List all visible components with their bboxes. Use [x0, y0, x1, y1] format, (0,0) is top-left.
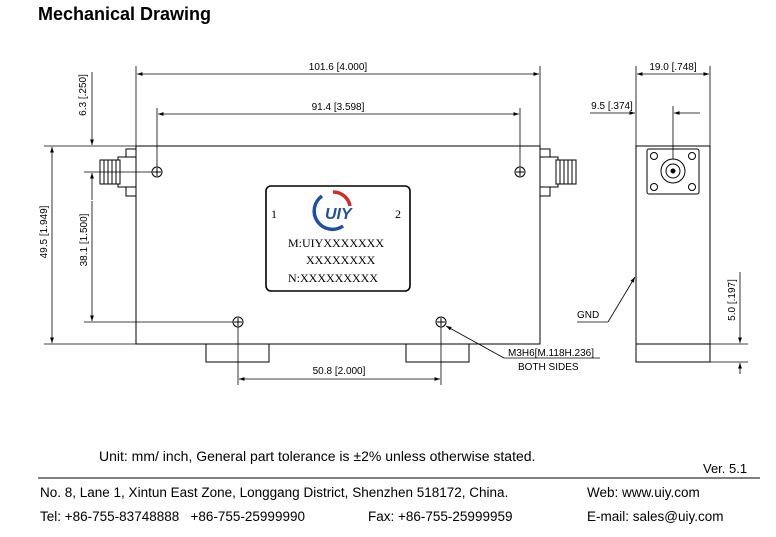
footer-email[interactable]: E-mail: sales@uiy.com	[587, 509, 724, 524]
gnd-label: GND	[577, 310, 599, 321]
dim-gnd-height-text: 5.0 [.197]	[727, 279, 738, 321]
dim-hole-spacing	[156, 108, 521, 167]
footer-address: No. 8, Lane 1, Xintun East Zone, Longgan…	[40, 485, 509, 500]
dim-connector-offset-text: 9.5 [.374]	[591, 101, 633, 112]
dim-overall-height-text: 49.5 [1.949]	[39, 205, 50, 258]
sma-connector-left	[99, 148, 137, 197]
dim-overall-length-text: 101.6 [4.000]	[309, 62, 368, 73]
sma-connector-right	[539, 148, 577, 197]
dim-top-offset	[84, 72, 152, 200]
dim-hole-height	[84, 201, 233, 323]
port-2-label: 2	[395, 207, 401, 221]
dim-gnd-height	[710, 272, 748, 374]
dim-bottom-hole-spacing-text: 50.8 [2.000]	[313, 366, 366, 377]
mounting-hole-bottom-left	[232, 316, 244, 328]
mounting-hole-top-left	[151, 166, 163, 178]
footer-tel: Tel: +86-755-83748888 +86-755-25999990	[40, 509, 305, 524]
dim-connector-offset	[590, 106, 700, 159]
side-view-connector	[646, 148, 700, 195]
port-1-label: 1	[271, 207, 277, 221]
unit-note: Unit: mm/ inch, General part tolerance i…	[99, 448, 536, 464]
page-title: Mechanical Drawing	[38, 4, 212, 24]
dim-hole-spacing-text: 91.4 [3.598]	[312, 102, 365, 113]
dim-overall-height	[44, 145, 136, 345]
mounting-foot-left	[205, 343, 270, 363]
serial-text: XXXXXXXX	[306, 253, 376, 267]
dim-side-width	[635, 66, 711, 146]
dim-top-offset-text: 6.3 [.250]	[78, 74, 89, 116]
mounting-foot-right	[405, 343, 470, 363]
gnd-leader	[577, 276, 636, 323]
label-plate	[265, 185, 411, 292]
version-label: Ver. 5.1	[703, 461, 748, 476]
thread-note-text: BOTH SIDES	[518, 362, 579, 373]
thread-leader	[445, 325, 600, 359]
dim-bottom-hole-spacing	[237, 327, 442, 385]
footer-web[interactable]: Web: www.uiy.com	[587, 485, 700, 500]
model-text: M:UIYXXXXXXX	[288, 236, 384, 250]
dim-side-width-text: 19.0 [.748]	[649, 62, 696, 73]
uiy-logo: UIY	[312, 190, 353, 232]
number-text: N:XXXXXXXXX	[288, 271, 378, 285]
mounting-hole-bottom-right	[435, 316, 447, 328]
dim-overall-length	[135, 66, 541, 146]
side-view-foot	[635, 343, 711, 363]
brand-text: UIY	[325, 206, 353, 223]
footer-fax: Fax: +86-755-25999959	[368, 509, 513, 524]
dim-hole-height-text: 38.1 [1.500]	[79, 213, 90, 266]
mounting-hole-top-right	[514, 166, 526, 178]
thread-spec-text: M3H6[M.118H.236]	[508, 348, 594, 359]
